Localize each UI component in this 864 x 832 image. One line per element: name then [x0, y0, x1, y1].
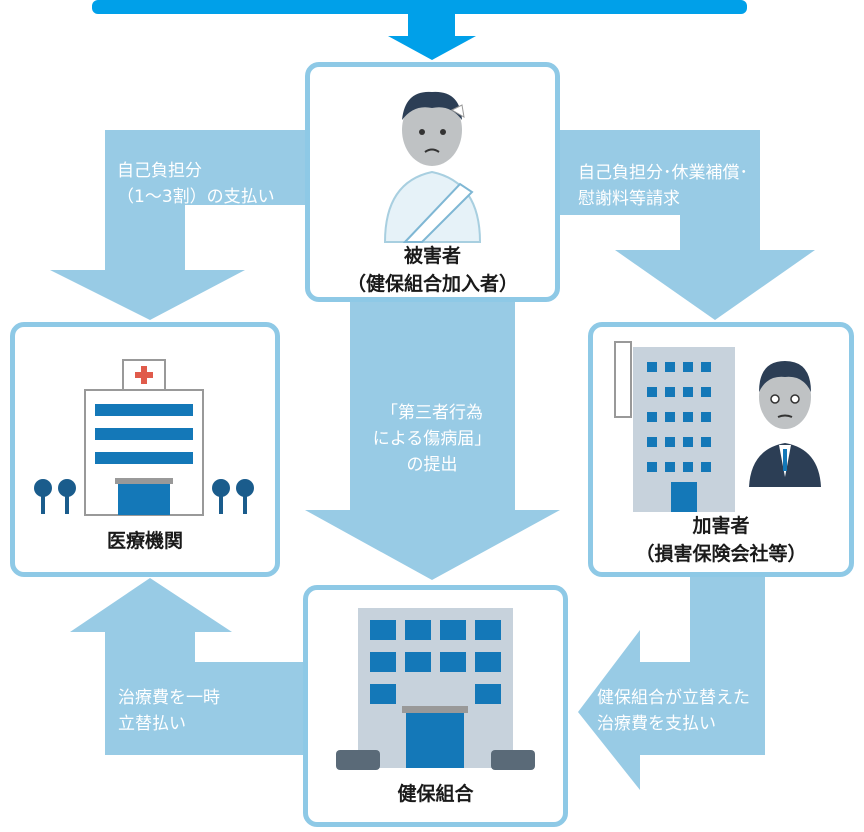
node-victim-label: 被害者 （健保組合加入者）	[346, 245, 518, 295]
flow-label-victim-to-insurer: 「第三者行為 による傷病届」 の提出	[372, 403, 492, 475]
arrow-victim-to-perpetrator	[555, 130, 815, 320]
node-victim: 被害者 （健保組合加入者）	[305, 62, 560, 302]
node-hospital-label: 医療機関	[106, 530, 183, 552]
node-insurer-label: 健保組合	[397, 783, 474, 805]
flow-label-victim-to-perpetrator: 自己負担分･休業補償･ 慰謝料等請求	[578, 163, 748, 209]
flow-label-perpetrator-to-insurer: 健保組合が立替えた 治療費を支払い	[597, 688, 750, 734]
company-person-icon	[614, 341, 821, 512]
node-perpetrator-label: 加害者 （損害保険会社等）	[635, 515, 807, 565]
office-building-icon	[336, 608, 535, 770]
node-hospital: 医療機関	[10, 322, 280, 577]
arrow-insurer-to-hospital	[70, 578, 310, 755]
flow-label-victim-to-hospital: 自己負担分 （1〜3割）の支払い	[117, 161, 275, 207]
arrow-victim-to-hospital	[50, 130, 310, 320]
injured-person-icon	[383, 91, 482, 243]
hospital-icon	[34, 359, 254, 516]
node-insurer: 健保組合	[303, 585, 568, 827]
top-banner	[92, 0, 747, 14]
top-down-arrow	[388, 14, 476, 60]
node-perpetrator: 加害者 （損害保険会社等）	[588, 322, 854, 577]
arrow-perpetrator-to-insurer	[578, 560, 765, 790]
arrow-victim-to-insurer	[305, 300, 560, 580]
flow-label-insurer-to-hospital: 治療費を一時 立替払い	[118, 688, 220, 734]
